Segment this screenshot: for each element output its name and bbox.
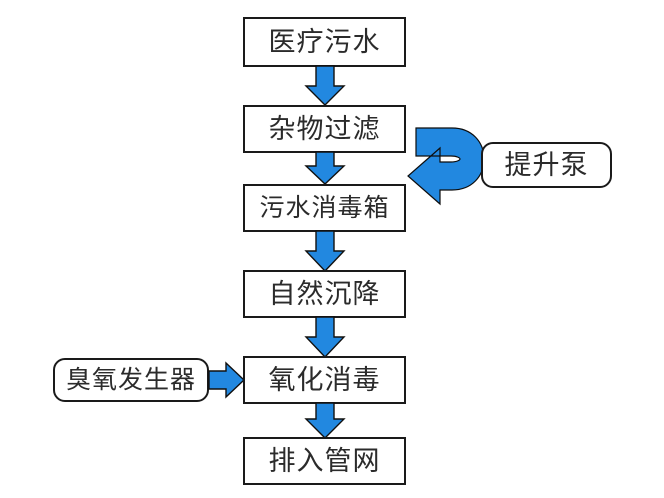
flow-node-label: 杂物过滤 (268, 113, 381, 144)
flow-arrow-right-ozone (208, 361, 246, 399)
flow-arrow-pump-curved (407, 127, 485, 206)
flow-arrow-down-4 (304, 316, 346, 359)
flow-arrow-down-5 (304, 402, 346, 439)
flow-node-debris-filter[interactable]: 杂物过滤 (243, 105, 406, 153)
flow-node-natural-settling[interactable]: 自然沉降 (243, 270, 406, 318)
flow-arrow-down-1 (304, 65, 346, 106)
flow-node-label: 自然沉降 (268, 278, 381, 309)
flow-node-label: 医疗污水 (268, 26, 381, 57)
flow-node-oxidation-disinfection[interactable]: 氧化消毒 (243, 356, 406, 404)
flow-node-label: 氧化消毒 (268, 364, 381, 395)
flow-node-discharge-to-pipe-network[interactable]: 排入管网 (243, 437, 406, 485)
flow-arrow-down-3 (304, 230, 346, 273)
flow-node-ozone-generator[interactable]: 臭氧发生器 (53, 358, 209, 402)
flow-node-label: 臭氧发生器 (65, 366, 196, 394)
flow-node-wastewater-disinfection-tank[interactable]: 污水消毒箱 (243, 184, 406, 232)
flow-node-label: 排入管网 (268, 445, 381, 476)
flow-node-medical-wastewater[interactable]: 医疗污水 (243, 17, 406, 67)
flow-node-label: 提升泵 (504, 149, 589, 180)
flow-node-label: 污水消毒箱 (259, 194, 390, 222)
flow-arrow-down-2 (304, 151, 346, 185)
flow-node-lifting-pump[interactable]: 提升泵 (481, 142, 612, 188)
